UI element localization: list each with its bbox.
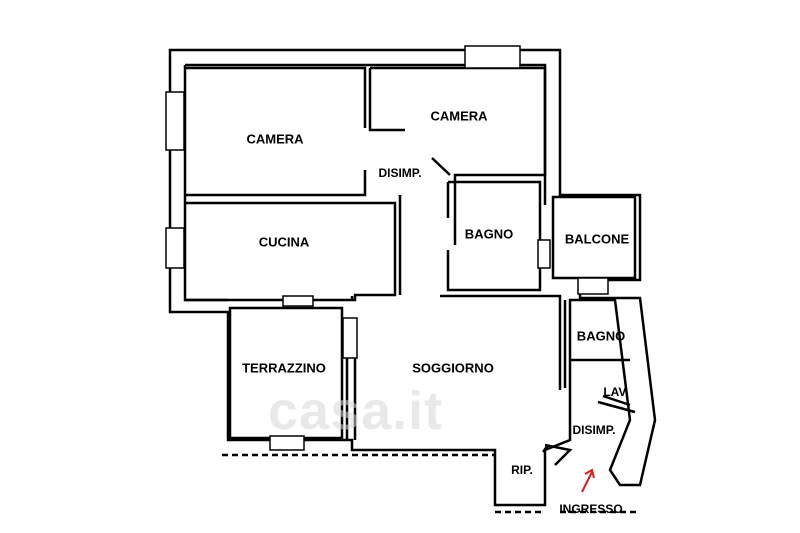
wall-bagno2	[563, 300, 630, 388]
room-label-disimp-bottom: DISIMP.	[572, 423, 616, 437]
window-terrazzino	[269, 435, 305, 451]
entrance-arrow-icon	[581, 468, 595, 493]
wall-terrazzino	[228, 306, 344, 440]
room-label-cucina: CUCINA	[258, 234, 310, 250]
room-label-bagno-1: BAGNO	[464, 226, 514, 242]
wall-lav	[597, 394, 636, 414]
wall-rip	[541, 443, 573, 466]
room-label-bagno-2: BAGNO	[576, 328, 626, 344]
wall-bagno	[446, 180, 542, 292]
room-label-balcone: BALCONE	[564, 231, 630, 247]
window-cucina	[282, 295, 314, 307]
room-label-soggiorno: SOGGIORNO	[412, 360, 494, 376]
room-label-camera-2: CAMERA	[430, 108, 488, 124]
wall-cucina	[185, 201, 397, 302]
room-label-rip: RIP.	[511, 463, 533, 477]
room-label-ingresso: INGRESSO	[559, 502, 623, 516]
window-top-right	[464, 45, 521, 69]
room-label-lav: LAV.	[603, 385, 629, 399]
window-left-lower	[165, 227, 185, 269]
wall-camera-left	[185, 66, 367, 197]
room-label-terrazzino: TERRAZZINO	[242, 360, 326, 376]
room-label-disimp-top: DISIMP.	[378, 166, 422, 180]
watermark: casa.it	[268, 381, 444, 441]
door-soggiorno-frame	[342, 317, 358, 359]
room-label-camera-1: CAMERA	[246, 131, 304, 147]
window-balcone	[577, 277, 609, 295]
ground-line	[222, 453, 640, 514]
wall-balcone	[551, 195, 637, 280]
wall-soggiorno-top	[350, 294, 562, 390]
window-left-upper	[165, 91, 185, 151]
wall-disimp-top	[398, 157, 451, 295]
window-bagno-side	[537, 239, 551, 269]
